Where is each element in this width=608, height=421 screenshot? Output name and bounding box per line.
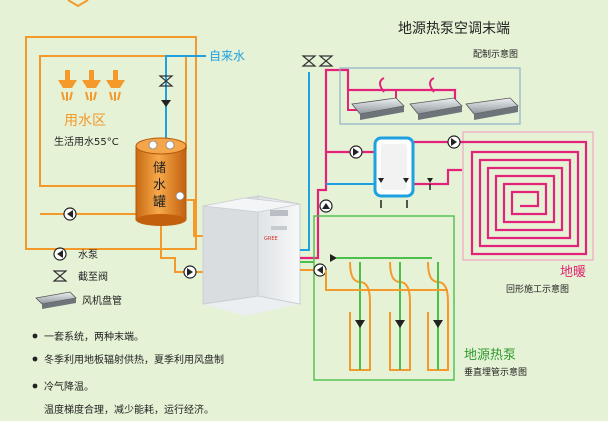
fan-coil-frame xyxy=(339,67,521,125)
tank-label-3: 罐 xyxy=(153,195,166,210)
bullet-icon xyxy=(32,356,38,362)
floor-heating-frame xyxy=(462,131,594,261)
ground-loop-3 xyxy=(427,261,449,371)
tap-valve-icon xyxy=(158,75,174,87)
svg-text:GREE: GREE xyxy=(264,236,278,242)
ground-source-label: 地源热泵 xyxy=(464,348,516,363)
fan-coil-unit xyxy=(465,97,519,120)
floor-heating-caption: 回形施工示意图 xyxy=(506,283,569,295)
valve-icon xyxy=(318,55,334,67)
legend-fan-coil-icon xyxy=(35,291,77,309)
tank-to-unit-pipe-2 xyxy=(186,199,203,237)
floor-heating-coil xyxy=(462,140,588,256)
legend-fan-coil-label: 风机盘管 xyxy=(82,294,122,307)
arrow-down-icon xyxy=(161,100,171,107)
shower-icon xyxy=(106,70,125,101)
legend-valve-icon xyxy=(52,270,68,282)
note-line-4: 温度梯度合理，减少能耗，运行经济。 xyxy=(44,403,214,416)
note-line-3: 冷气降温。 xyxy=(44,380,94,393)
note-line-1: 一套系统，两种末端。 xyxy=(44,330,144,343)
tap-water-label: 自来水 xyxy=(209,49,245,63)
hot-water-zone-frame xyxy=(25,36,197,250)
valve-icon xyxy=(301,55,317,67)
tank-label-1: 储 xyxy=(153,161,166,176)
shower-icon xyxy=(58,70,77,101)
hot-water-inner-loop xyxy=(39,55,187,187)
ground-loop-1 xyxy=(349,261,371,371)
tap-water-pipe xyxy=(165,55,206,140)
bullet-icon xyxy=(32,333,38,339)
ground-source-caption: 垂直埋管示意图 xyxy=(464,366,527,378)
bullet-icon xyxy=(32,383,38,389)
legend-valve-label: 截至阀 xyxy=(78,270,108,283)
supply-line xyxy=(300,72,310,251)
fan-coil-unit xyxy=(351,97,405,120)
use-zone-label: 用水区 xyxy=(64,113,106,129)
storage-tank xyxy=(135,137,187,226)
corner-mark xyxy=(67,0,89,8)
diagram-subtitle: 配制示意图 xyxy=(473,48,518,60)
shower-icon xyxy=(82,70,101,101)
note-line-2: 冬季利用地板辐射供热，夏季利用风盘制 xyxy=(44,353,224,366)
heat-pump-unit: GREE xyxy=(202,195,301,316)
hot-water-label: 生活用水55°C xyxy=(54,135,119,148)
diagram-title: 地源热泵空调末端 xyxy=(398,21,510,37)
ground-loop-frame xyxy=(313,215,455,381)
floor-heating-label: 地暖 xyxy=(560,265,586,280)
legend-pump-label: 水泵 xyxy=(78,249,98,261)
fan-coil-unit xyxy=(409,97,463,120)
tank-label-2: 水 xyxy=(153,178,166,193)
chilled-water-pipe xyxy=(300,68,457,260)
ground-loop-2 xyxy=(389,261,411,371)
